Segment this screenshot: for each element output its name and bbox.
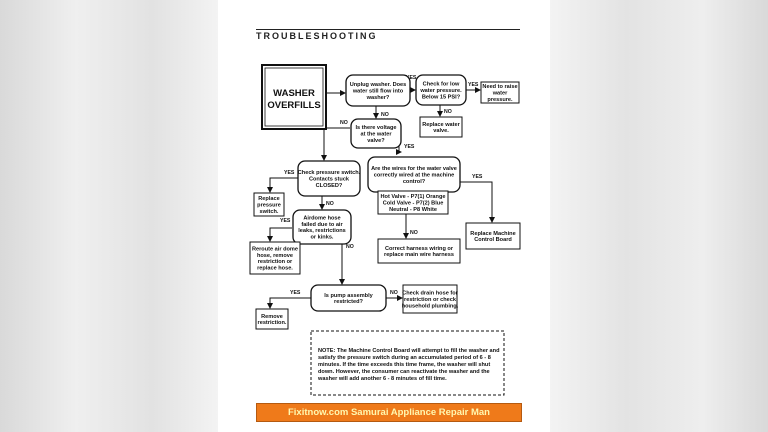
node-text-line: Check pressure switch. bbox=[298, 170, 361, 176]
node-text-line: household plumbing. bbox=[402, 303, 459, 309]
node-text-line: restriction or check bbox=[404, 297, 457, 303]
edge-label-yes: YES bbox=[468, 82, 479, 88]
note-line: NOTE: The Machine Control Board will att… bbox=[318, 348, 500, 354]
edge-label-no: NO bbox=[340, 120, 348, 126]
edge-label-yes: YES bbox=[404, 144, 415, 150]
start-label-line1: WASHER bbox=[273, 88, 315, 99]
node-text-line: replace main wire harness bbox=[384, 252, 454, 258]
node-text-line: replace hose. bbox=[257, 266, 293, 272]
node-text-line: switch. bbox=[260, 209, 279, 215]
node-text-line: Below 15 PSI? bbox=[422, 94, 461, 100]
edge-label-no: NO bbox=[381, 112, 389, 118]
page-title: TROUBLESHOOTING bbox=[256, 31, 378, 41]
node-text-line: restriction. bbox=[258, 320, 287, 326]
blurred-background-right bbox=[550, 0, 768, 432]
node-wires: Are the wires for the water valvecorrect… bbox=[367, 156, 461, 193]
edge-label-no: NO bbox=[410, 230, 418, 236]
node-text-line: CLOSED? bbox=[316, 183, 343, 189]
node-text-line: washer? bbox=[366, 95, 390, 101]
edge-label-no: NO bbox=[444, 109, 452, 115]
node-text-line: Airdome hose bbox=[303, 215, 340, 221]
node-text-line: Need to raise bbox=[482, 84, 517, 90]
node-text-line: water still flow into bbox=[352, 89, 404, 95]
node-text-line: Replace bbox=[258, 196, 279, 202]
note-line: minutes. If the time exceeds this time f… bbox=[318, 362, 490, 368]
node-text-line: Replace Machine bbox=[470, 231, 515, 237]
edge-label-yes: YES bbox=[284, 170, 295, 176]
footer-banner: Fixitnow.com Samurai Appliance Repair Ma… bbox=[256, 403, 522, 422]
node-text-line: restricted? bbox=[334, 299, 363, 305]
edge-label-yes: YES bbox=[290, 290, 301, 296]
note-line: satisfy the pressure switch during an ac… bbox=[318, 355, 491, 361]
node-text-line: Hot Valve - P7(1) Orange bbox=[381, 194, 446, 200]
node-pressure-switch: Check pressure switch.Contacts stuckCLOS… bbox=[297, 160, 361, 197]
node-text-line: Is pump assembly bbox=[324, 293, 373, 299]
node-text-line: leaks, restrictions bbox=[298, 228, 346, 234]
node-text-line: at the water bbox=[360, 132, 392, 138]
node-text-line: water pressure. bbox=[419, 88, 462, 94]
edge-label-no: NO bbox=[390, 290, 398, 296]
edge-label-yes: YES bbox=[472, 174, 483, 180]
node-text-line: restriction or bbox=[258, 259, 293, 265]
node-text-line: Neutral - P8 White bbox=[389, 207, 437, 213]
edge-label-yes: YES bbox=[406, 75, 417, 81]
node-text-line: Control Board bbox=[474, 237, 512, 243]
blurred-background-left bbox=[0, 0, 218, 432]
note-line: washer will add another 6 - 8 minutes of… bbox=[317, 376, 447, 382]
edge-label-no: NO bbox=[326, 201, 334, 207]
edge-label-no: NO bbox=[346, 244, 354, 250]
node-text-line: valve? bbox=[367, 138, 385, 144]
note-line: down. However, the consumer can reactiva… bbox=[318, 369, 490, 375]
document-page: TROUBLESHOOTING YES YES bbox=[218, 0, 550, 432]
node-text-line: Are the wires for the water valve bbox=[371, 166, 457, 172]
node-text-line: failed due to air bbox=[301, 222, 343, 228]
node-text-line: Check for low bbox=[423, 82, 460, 88]
troubleshooting-flowchart: YES YES NO NO NO YES YES NO YES NO YES N… bbox=[249, 64, 521, 396]
start-label-line2: OVERFILLS bbox=[267, 100, 320, 111]
note-box: NOTE: The Machine Control Board will att… bbox=[310, 330, 505, 396]
edge-label-yes: YES bbox=[280, 218, 291, 224]
node-text-line: valve. bbox=[433, 128, 449, 134]
node-text-line: correctly wired at the machine bbox=[374, 173, 455, 179]
node-text-line: water bbox=[492, 91, 508, 97]
node-text-line: Unplug washer. Does bbox=[350, 82, 407, 88]
node-text-line: Remove bbox=[261, 314, 283, 320]
node-text-line: Contacts stuck bbox=[309, 177, 350, 183]
node-text-line: hose, remove bbox=[257, 253, 293, 259]
node-text-line: pressure. bbox=[487, 97, 513, 103]
node-text-line: control? bbox=[403, 179, 426, 185]
header-rule bbox=[256, 29, 520, 30]
node-text-line: Cold Valve - P7(2) Blue bbox=[383, 201, 444, 207]
node-text-line: or kinks. bbox=[310, 235, 333, 241]
node-text-line: Replace water bbox=[422, 122, 460, 128]
start-box-washer-overfills: WASHER OVERFILLS bbox=[261, 64, 327, 130]
node-text-line: Reroute air dome bbox=[252, 246, 298, 252]
node-text-line: pressure bbox=[257, 203, 281, 209]
node-text-line: Check drain hose for bbox=[402, 291, 458, 297]
node-text-line: Is there voltage bbox=[355, 125, 396, 131]
node-text-line: Correct harness wiring or bbox=[385, 246, 454, 252]
